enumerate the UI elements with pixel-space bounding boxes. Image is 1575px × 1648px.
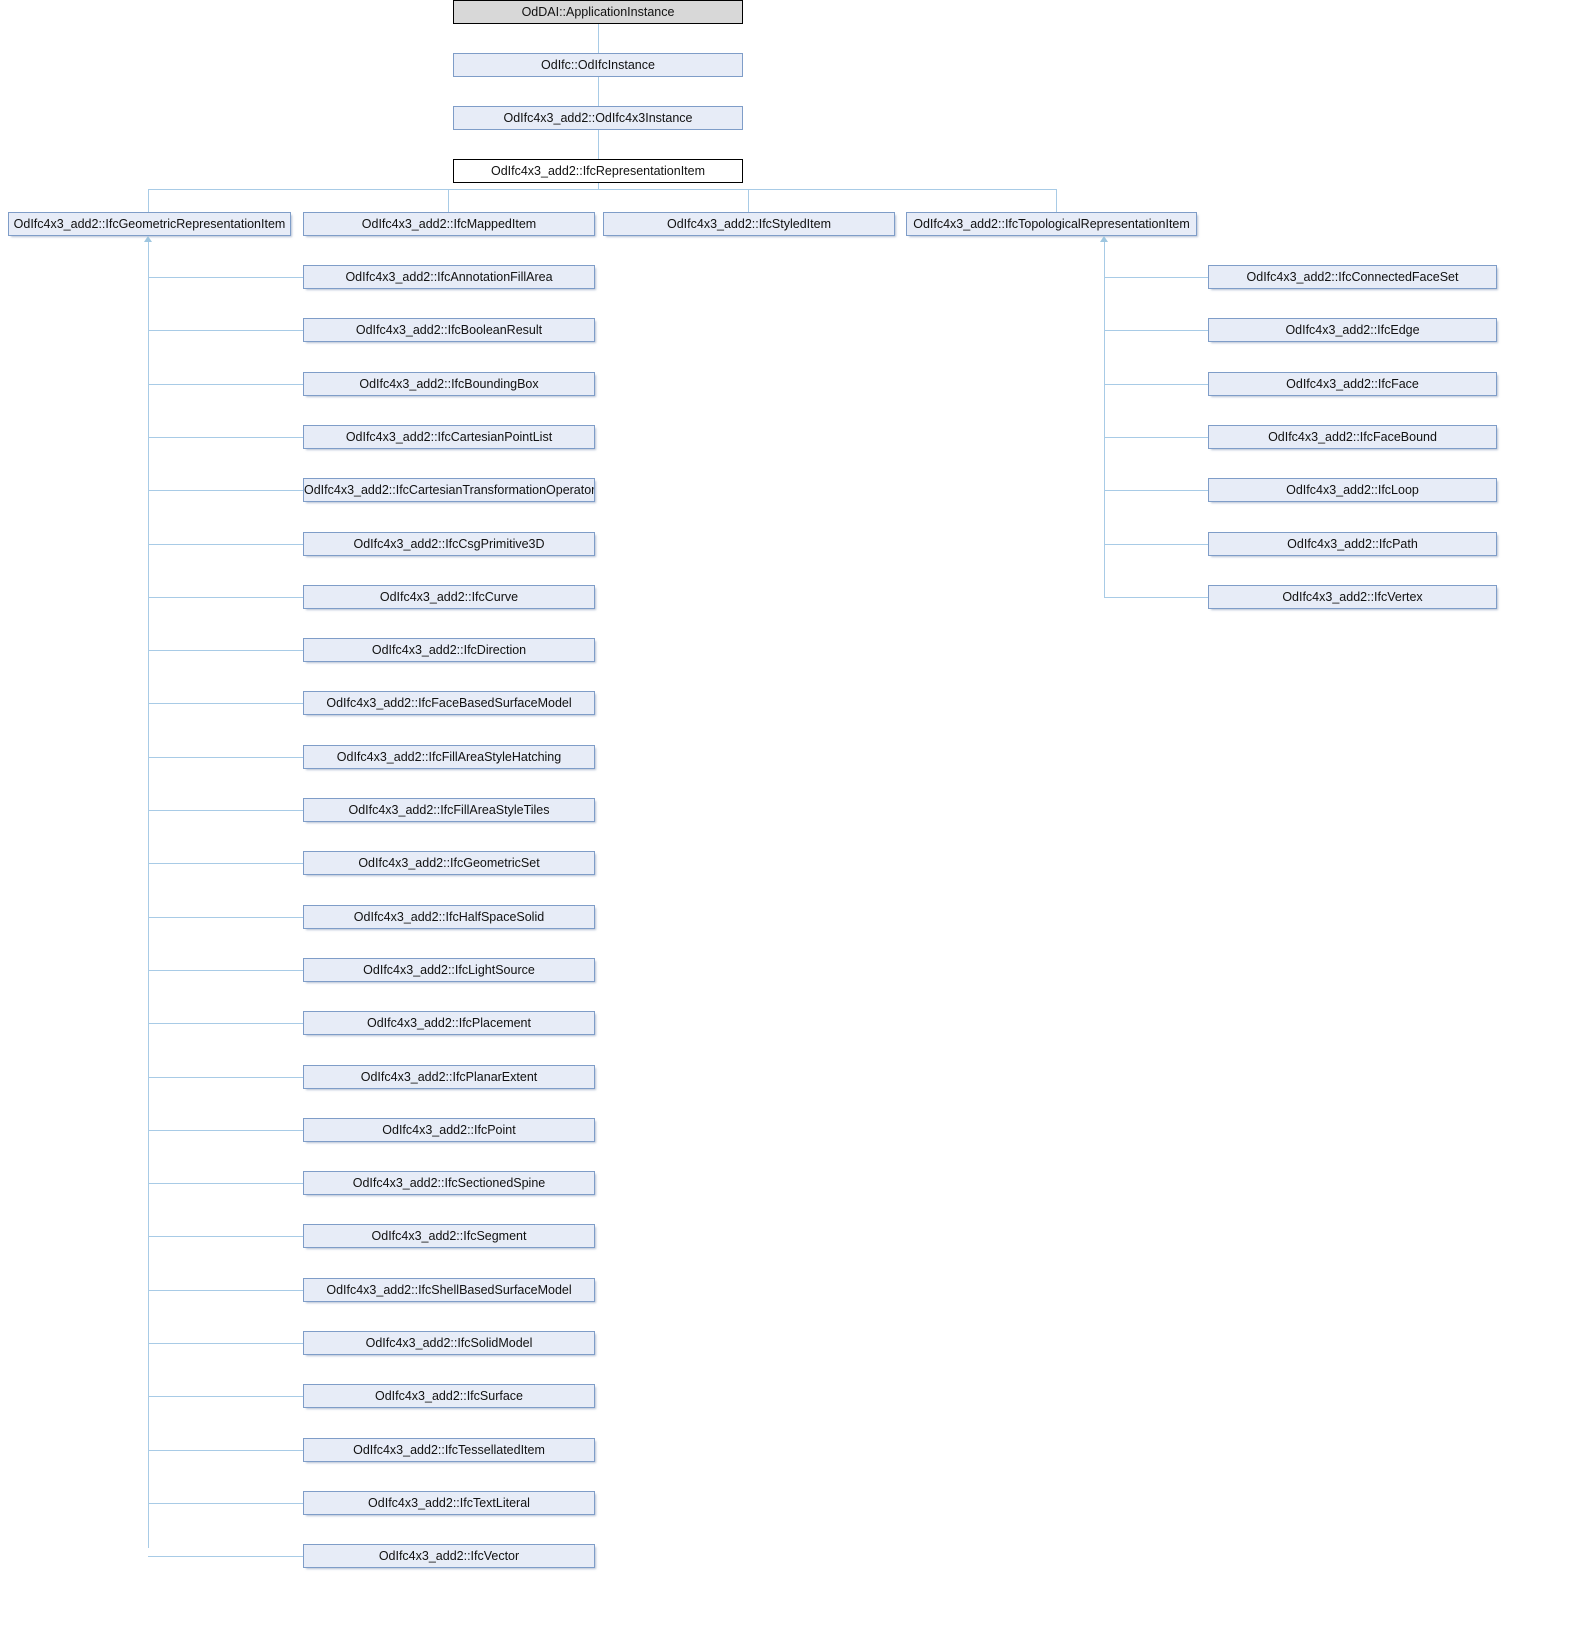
geometric-child-edge <box>148 1289 303 1291</box>
node-ifcfillareastyletiles[interactable]: OdIfc4x3_add2::IfcFillAreaStyleTiles <box>303 798 595 822</box>
topological-child-edge <box>1104 490 1208 492</box>
node-oddai-applicationinstance[interactable]: OdDAI::ApplicationInstance <box>453 0 743 24</box>
level2-stem-1 <box>448 189 449 212</box>
geometric-child-edge <box>148 543 303 545</box>
spine-edge-1 <box>598 77 599 106</box>
level2-bus-horizontal <box>148 189 1057 190</box>
topological-trunk <box>1104 242 1105 598</box>
node-ifcsectionedspine[interactable]: OdIfc4x3_add2::IfcSectionedSpine <box>303 1171 595 1196</box>
level2-stem-2 <box>748 189 749 212</box>
node-ifccsgprimitive3d[interactable]: OdIfc4x3_add2::IfcCsgPrimitive3D <box>303 531 595 556</box>
node-ifcface[interactable]: OdIfc4x3_add2::IfcFace <box>1208 371 1497 396</box>
node-ifcboundingbox[interactable]: OdIfc4x3_add2::IfcBoundingBox <box>303 371 595 396</box>
node-ifcloop[interactable]: OdIfc4x3_add2::IfcLoop <box>1208 478 1497 503</box>
geometric-trunk <box>148 242 149 1548</box>
level2-stem-0 <box>148 189 149 212</box>
node-ifcplanarextent[interactable]: OdIfc4x3_add2::IfcPlanarExtent <box>303 1064 595 1089</box>
geometric-child-edge <box>148 1502 303 1504</box>
geometric-child-edge <box>148 1449 303 1451</box>
topological-child-edge <box>1104 330 1208 332</box>
topological-child-edge <box>1104 596 1208 598</box>
level2-stem-3 <box>1056 189 1057 212</box>
node-ifcfillareastylehatching[interactable]: OdIfc4x3_add2::IfcFillAreaStyleHatching <box>303 744 595 769</box>
node-ifcsurface[interactable]: OdIfc4x3_add2::IfcSurface <box>303 1384 595 1409</box>
node-ifcvector[interactable]: OdIfc4x3_add2::IfcVector <box>303 1544 595 1569</box>
geometric-child-edge <box>148 436 303 438</box>
geometric-child-edge <box>148 596 303 598</box>
geometric-child-edge <box>148 330 303 332</box>
geometric-child-edge <box>148 1236 303 1238</box>
node-ifcrepresentationitem[interactable]: OdIfc4x3_add2::IfcRepresentationItem <box>453 159 743 183</box>
topological-child-edge <box>1104 436 1208 438</box>
geometric-child-edge <box>148 916 303 918</box>
spine-edge-2 <box>598 130 599 159</box>
node-ifcconnectedfaceset[interactable]: OdIfc4x3_add2::IfcConnectedFaceSet <box>1208 265 1497 289</box>
geometric-child-edge <box>148 490 303 492</box>
node-ifcgeometricset[interactable]: OdIfc4x3_add2::IfcGeometricSet <box>303 851 595 876</box>
geometric-child-edge <box>148 969 303 971</box>
geometric-child-edge <box>148 1076 303 1078</box>
node-ifccurve[interactable]: OdIfc4x3_add2::IfcCurve <box>303 584 595 609</box>
node-ifctessellateditem[interactable]: OdIfc4x3_add2::IfcTessellatedItem <box>303 1437 595 1462</box>
geometric-child-edge <box>148 277 303 278</box>
geometric-child-edge <box>148 1396 303 1398</box>
node-ifccartesianpointlist[interactable]: OdIfc4x3_add2::IfcCartesianPointList <box>303 424 595 449</box>
topological-trunk-arrow <box>1100 236 1108 242</box>
node-ifcfacebasedsurfacemodel[interactable]: OdIfc4x3_add2::IfcFaceBasedSurfaceModel <box>303 691 595 716</box>
geometric-child-edge <box>148 703 303 705</box>
node-ifcbooleanresult[interactable]: OdIfc4x3_add2::IfcBooleanResult <box>303 318 595 343</box>
node-ifcshellbasedsurfacemodel[interactable]: OdIfc4x3_add2::IfcShellBasedSurfaceModel <box>303 1277 595 1302</box>
geometric-child-edge <box>148 383 303 385</box>
geometric-trunk-arrow <box>144 236 152 242</box>
node-ifccartesiantransformationoperator[interactable]: OdIfc4x3_add2::IfcCartesianTransformatio… <box>303 478 595 503</box>
node-ifcmappeditem[interactable]: OdIfc4x3_add2::IfcMappedItem <box>303 212 595 236</box>
node-ifcfacebound[interactable]: OdIfc4x3_add2::IfcFaceBound <box>1208 424 1497 449</box>
topological-child-edge <box>1104 383 1208 385</box>
geometric-child-edge <box>148 756 303 758</box>
node-ifctopologicalrepresentationitem[interactable]: OdIfc4x3_add2::IfcTopologicalRepresentat… <box>906 212 1197 236</box>
node-ifcplacement[interactable]: OdIfc4x3_add2::IfcPlacement <box>303 1011 595 1036</box>
geometric-child-edge <box>148 1343 303 1344</box>
node-ifcsolidmodel[interactable]: OdIfc4x3_add2::IfcSolidModel <box>303 1331 595 1355</box>
topological-child-edge <box>1104 543 1208 545</box>
geometric-child-edge <box>148 863 303 865</box>
geometric-child-edge <box>148 1023 303 1025</box>
level2-bus-drop <box>598 183 599 189</box>
node-ifclightsource[interactable]: OdIfc4x3_add2::IfcLightSource <box>303 957 595 982</box>
node-ifcgeometricrepresentationitem[interactable]: OdIfc4x3_add2::IfcGeometricRepresentatio… <box>8 212 291 236</box>
node-ifcstyleditem[interactable]: OdIfc4x3_add2::IfcStyledItem <box>603 212 895 236</box>
node-ifcdirection[interactable]: OdIfc4x3_add2::IfcDirection <box>303 638 595 663</box>
geometric-child-edge <box>148 1129 303 1131</box>
node-ifcpoint[interactable]: OdIfc4x3_add2::IfcPoint <box>303 1117 595 1142</box>
geometric-child-edge <box>148 650 303 652</box>
node-odifc4x3instance[interactable]: OdIfc4x3_add2::OdIfc4x3Instance <box>453 106 743 130</box>
node-ifcvertex[interactable]: OdIfc4x3_add2::IfcVertex <box>1208 584 1497 609</box>
node-ifcsegment[interactable]: OdIfc4x3_add2::IfcSegment <box>303 1224 595 1249</box>
geometric-child-edge <box>148 1183 303 1185</box>
topological-child-edge <box>1104 277 1208 278</box>
node-ifctextliteral[interactable]: OdIfc4x3_add2::IfcTextLiteral <box>303 1490 595 1515</box>
geometric-child-edge <box>148 1556 303 1558</box>
node-ifcpath[interactable]: OdIfc4x3_add2::IfcPath <box>1208 531 1497 556</box>
geometric-child-edge <box>148 810 303 811</box>
node-ifcannotationfillarea[interactable]: OdIfc4x3_add2::IfcAnnotationFillArea <box>303 265 595 289</box>
spine-edge-0 <box>598 24 599 53</box>
node-ifchalfspacesolid[interactable]: OdIfc4x3_add2::IfcHalfSpaceSolid <box>303 904 595 929</box>
node-ifcedge[interactable]: OdIfc4x3_add2::IfcEdge <box>1208 318 1497 343</box>
node-odifc-odifcinstance[interactable]: OdIfc::OdIfcInstance <box>453 53 743 77</box>
